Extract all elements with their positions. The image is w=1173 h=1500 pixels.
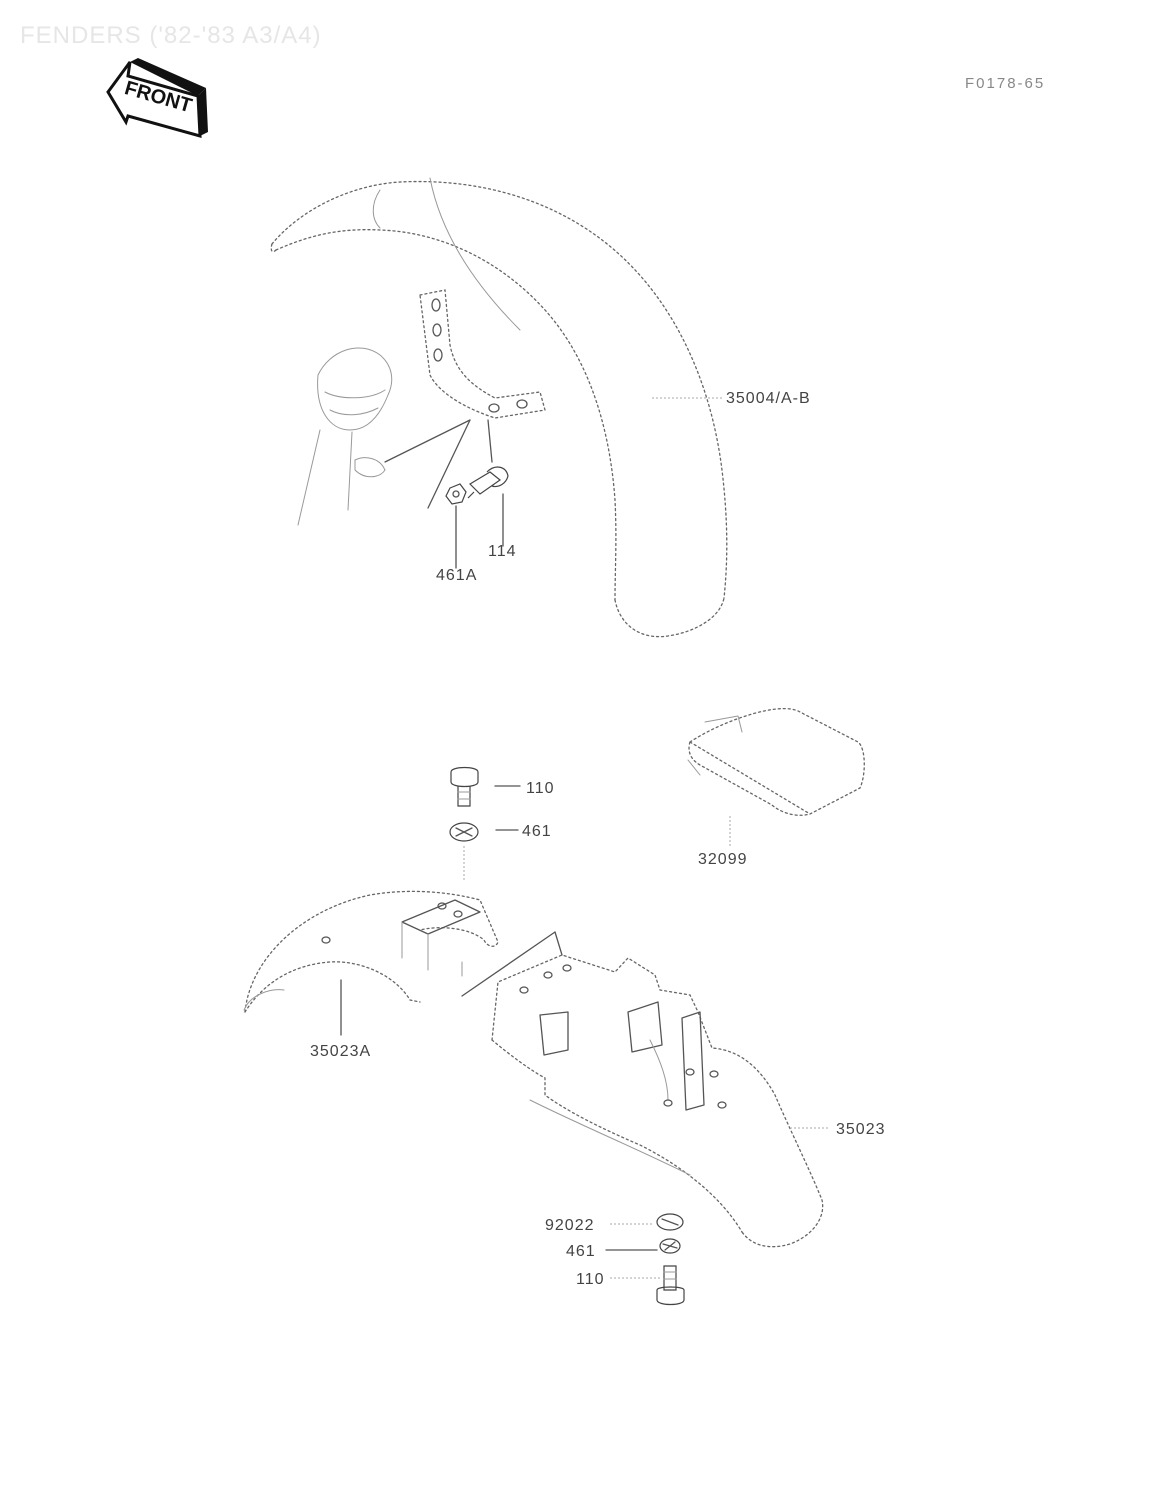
label-bolt-front: 114 [488,543,517,560]
label-bolt-bottom: 110 [576,1271,605,1288]
label-washer-bottom: 92022 [545,1217,595,1234]
front-mudguard-drawing [243,890,499,1036]
tool-case-drawing [687,708,865,848]
rear-fender-drawing [461,931,830,1248]
bottom-hardware-drawing [605,1213,685,1306]
label-washer-top: 461 [522,823,552,840]
label-rear-fender: 35023 [836,1121,886,1138]
label-front-mudguard: 35023A [310,1043,371,1060]
label-tool-case: 32099 [698,851,748,868]
label-front-fender: 35004/A-B [726,390,811,407]
page-title: FENDERS ('82-'83 A3/A4) [20,22,322,49]
front-arrow-icon: FRONT [106,58,208,139]
front-fender-drawing [270,177,728,638]
label-nut-bottom: 461 [566,1243,596,1260]
label-nut-front: 461A [436,567,477,584]
label-bolt-top: 110 [526,780,555,797]
top-hardware-drawing [449,766,521,880]
reference-code: F0178-65 [965,75,1046,92]
